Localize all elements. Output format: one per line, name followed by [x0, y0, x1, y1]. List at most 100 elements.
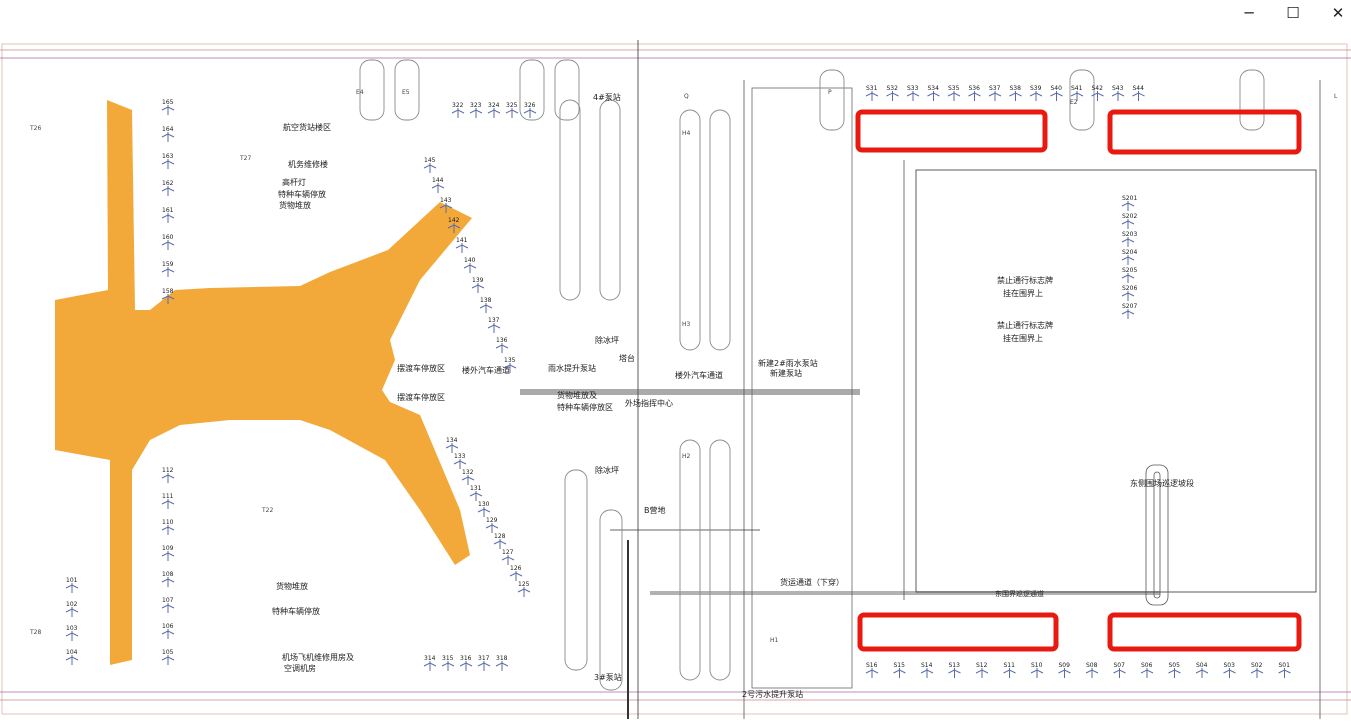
aircraft-icon: [1003, 668, 1016, 678]
aircraft-icon: [477, 507, 491, 517]
label-h3: H3: [682, 321, 691, 328]
map-labels: 航空货站楼区机务维修楼高杆灯特种车辆停放货物堆放摆渡车停放区摆渡车停放区楼外汽车…: [29, 89, 1338, 699]
close-icon[interactable]: ✕: [1331, 4, 1345, 22]
maximize-icon[interactable]: ☐: [1286, 4, 1300, 22]
gate-label: S16: [866, 662, 878, 669]
gate-label: S37: [989, 85, 1001, 92]
label-east-lane: 东围界巡逻通道: [995, 589, 1044, 598]
label-pump-3: 3#泵站: [594, 672, 622, 682]
gate-label: S14: [921, 662, 933, 669]
gate-label: 131: [470, 485, 482, 492]
label-pump-4: 4#泵站: [593, 92, 621, 102]
aircraft-icon: [1223, 668, 1236, 678]
gate-label: 318: [496, 655, 508, 662]
label-maint-bottom-1: 机场飞机维修用房及: [282, 652, 354, 662]
aircraft-icon: [495, 661, 509, 671]
gate-label: S205: [1122, 267, 1137, 274]
gate-label: S36: [969, 85, 981, 92]
gate-label: S32: [887, 85, 899, 92]
gate-label: 107: [162, 597, 174, 604]
highlight-boxes: [855, 109, 1302, 652]
aircraft-icon: [439, 203, 453, 213]
aircraft-icon: [886, 91, 899, 101]
gate-label: 162: [162, 180, 174, 187]
aircraft-icon: [495, 343, 509, 353]
highlight-south-right: [1107, 612, 1302, 652]
gate-label: 141: [456, 237, 468, 244]
aircraft-icon: [161, 525, 175, 535]
label-cargo-station: 航空货站楼区: [283, 122, 331, 132]
gate-label: S207: [1122, 303, 1137, 310]
gate-label: 142: [448, 217, 460, 224]
aircraft-icon: [469, 491, 483, 501]
label-special-bottom: 特种车辆停放: [272, 606, 320, 616]
aircraft-icon: [161, 267, 175, 277]
gate-label: 165: [162, 99, 174, 106]
gate-label: S202: [1122, 213, 1137, 220]
gate-label: S35: [948, 85, 960, 92]
highlight-north-right: [1107, 109, 1302, 155]
label-no-entry-1b: 挂在围界上: [1003, 288, 1043, 298]
gate-label: 143: [440, 197, 452, 204]
label-dispatch: 外场指挥中心: [625, 398, 673, 408]
highlight-north-left: [855, 109, 1048, 153]
aircraft-icon: [423, 661, 437, 671]
gate-label: 127: [502, 549, 514, 556]
gate-label: S08: [1086, 662, 1098, 669]
label-deice-north: 除冰坪: [595, 335, 619, 345]
gate-label: 126: [510, 565, 522, 572]
label-ferry-1: 摆渡车停放区: [397, 363, 445, 373]
aircraft-icon: [161, 159, 175, 169]
label-l: L: [1334, 93, 1338, 100]
aircraft-icon: [1121, 273, 1135, 283]
label-p: P: [828, 89, 832, 96]
label-sewage-pump: 2号污水提升泵站: [742, 689, 803, 699]
label-no-entry-2b: 挂在围界上: [1003, 333, 1043, 343]
aircraft-icon: [1111, 91, 1125, 101]
gate-label: S41: [1071, 85, 1083, 92]
gate-label: S33: [907, 85, 919, 92]
gate-label: S01: [1279, 662, 1291, 669]
aircraft-icon: [906, 91, 920, 101]
minimize-icon[interactable]: ─: [1244, 4, 1254, 22]
label-tower: 塔台: [619, 353, 635, 363]
aircraft-icon: [479, 303, 493, 313]
aircraft-icon: [161, 603, 175, 613]
label-e2: E2: [1070, 99, 1078, 106]
gate-label: S38: [1010, 85, 1022, 92]
gate-label: 144: [432, 177, 444, 184]
aircraft-icon: [451, 108, 465, 118]
aircraft-icon: [1030, 668, 1044, 678]
aircraft-icon: [161, 105, 175, 115]
label-e5: E5: [402, 89, 410, 96]
aircraft-icon: [161, 655, 175, 665]
aircraft-icon: [1029, 91, 1043, 101]
aircraft-icon: [161, 551, 175, 561]
gate-label: 133: [454, 453, 466, 460]
gate-label: 159: [162, 261, 174, 268]
gate-label: S03: [1224, 662, 1236, 669]
aircraft-icon: [161, 629, 175, 639]
aircraft-icon: [1091, 91, 1104, 101]
gate-label: 103: [66, 625, 78, 632]
aircraft-icon: [947, 91, 961, 101]
aircraft-icon: [65, 655, 79, 665]
label-e4: E4: [356, 89, 364, 96]
gate-label: 161: [162, 207, 174, 214]
gate-label: 325: [506, 102, 518, 109]
aircraft-icon: [161, 186, 175, 196]
label-rain-pump: 雨水提升泵站: [548, 363, 596, 373]
gate-label: S204: [1122, 249, 1137, 256]
aircraft-icon: [503, 363, 517, 373]
label-b-lane: B营地: [644, 505, 666, 515]
gate-label: 139: [472, 277, 484, 284]
gate-label: 128: [494, 533, 506, 540]
aircraft-icon: [471, 283, 485, 293]
aircraft-icon: [423, 163, 437, 173]
gate-label: 138: [480, 297, 492, 304]
gate-label: 104: [66, 649, 78, 656]
label-cargo-storage: 货物堆放: [279, 200, 311, 210]
